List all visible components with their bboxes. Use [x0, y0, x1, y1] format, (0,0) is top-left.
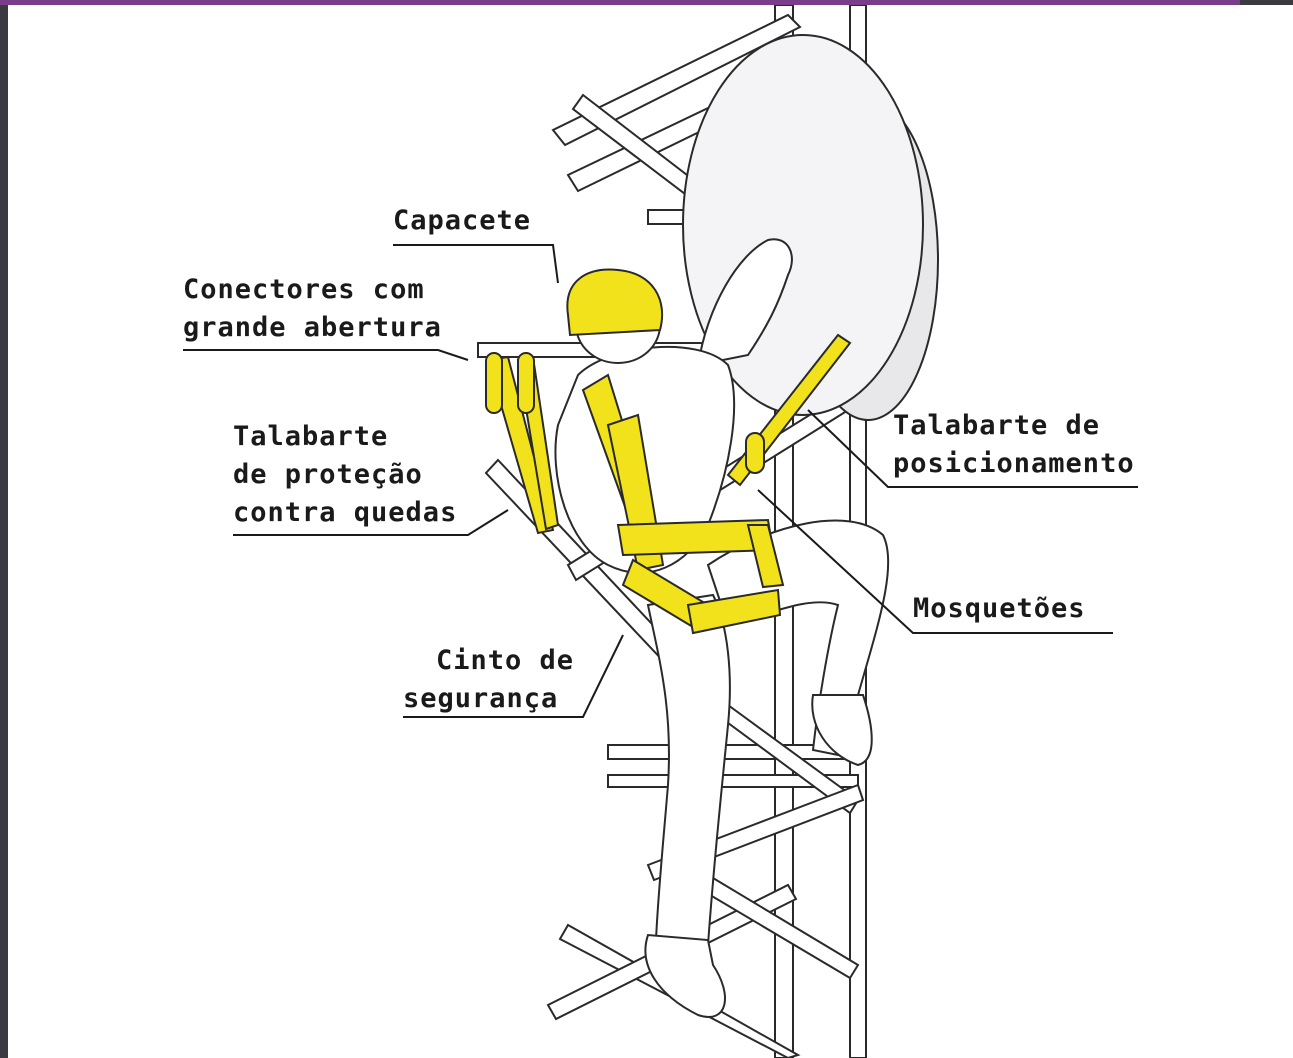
helmet-shape: [567, 270, 662, 335]
worker-boot-rear: [645, 935, 725, 1017]
label-talabarte-queda-line1: Talabarte: [233, 418, 388, 456]
label-talabarte-pos-line2: posicionamento: [893, 445, 1135, 483]
diagram-canvas: Capacete Conectores com grande abertura …: [8, 5, 1293, 1058]
label-conectores-line2: grande abertura: [183, 309, 442, 347]
large-connector: [518, 353, 534, 413]
label-capacete: Capacete: [393, 202, 531, 240]
label-talabarte-pos-line1: Talabarte de: [893, 407, 1100, 445]
large-connector: [486, 353, 502, 413]
label-mosquetoes: Mosquetões: [913, 590, 1086, 628]
label-talabarte-queda-line2: de proteção: [233, 456, 423, 494]
worker-on-tower-illustration: [8, 5, 1293, 1058]
label-cinto-line2: segurança: [403, 680, 558, 718]
carabiner: [746, 433, 764, 473]
leader-conectores: [183, 350, 468, 360]
label-cinto-line1: Cinto de: [436, 642, 574, 680]
label-talabarte-queda-line3: contra quedas: [233, 494, 457, 532]
label-conectores-line1: Conectores com: [183, 271, 425, 309]
